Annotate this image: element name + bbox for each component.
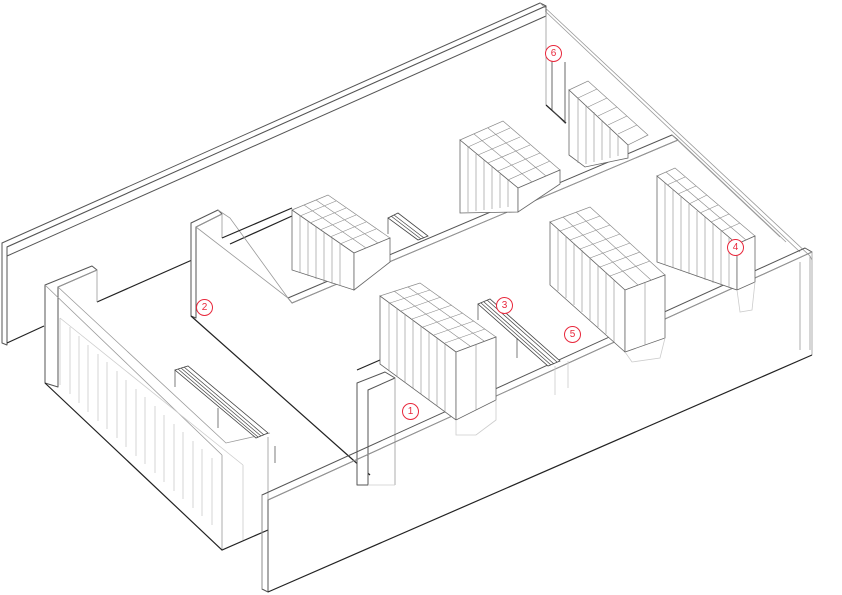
corridor-wall xyxy=(190,207,371,476)
bench-upper xyxy=(387,212,429,241)
callout-3-label: 3 xyxy=(501,300,508,311)
locker-bank-lower-middle xyxy=(549,206,666,363)
callout-6: 6 xyxy=(545,45,562,62)
locker-bank-upper-left xyxy=(291,194,391,291)
callout-4-label: 4 xyxy=(732,242,739,253)
bench-3 xyxy=(477,298,569,395)
callout-2: 2 xyxy=(196,299,213,316)
door-6 xyxy=(551,60,566,124)
callout-6-label: 6 xyxy=(550,48,557,59)
callout-2-label: 2 xyxy=(201,302,208,313)
stub-wall xyxy=(356,359,396,486)
locker-bank-lower-left xyxy=(379,282,497,436)
callout-5: 5 xyxy=(564,326,581,343)
locker-bank-upper-middle xyxy=(459,120,561,214)
entry-wall xyxy=(44,265,271,551)
locker-bank-upper-right xyxy=(568,80,649,168)
callout-1-label: 1 xyxy=(407,406,414,417)
callout-4: 4 xyxy=(727,239,744,256)
bench-entry xyxy=(174,365,276,463)
front-wall xyxy=(261,247,813,593)
locker-bank-lower-right xyxy=(656,167,756,313)
callout-3: 3 xyxy=(496,297,513,314)
callout-5-label: 5 xyxy=(569,329,576,340)
callout-1: 1 xyxy=(402,403,419,420)
